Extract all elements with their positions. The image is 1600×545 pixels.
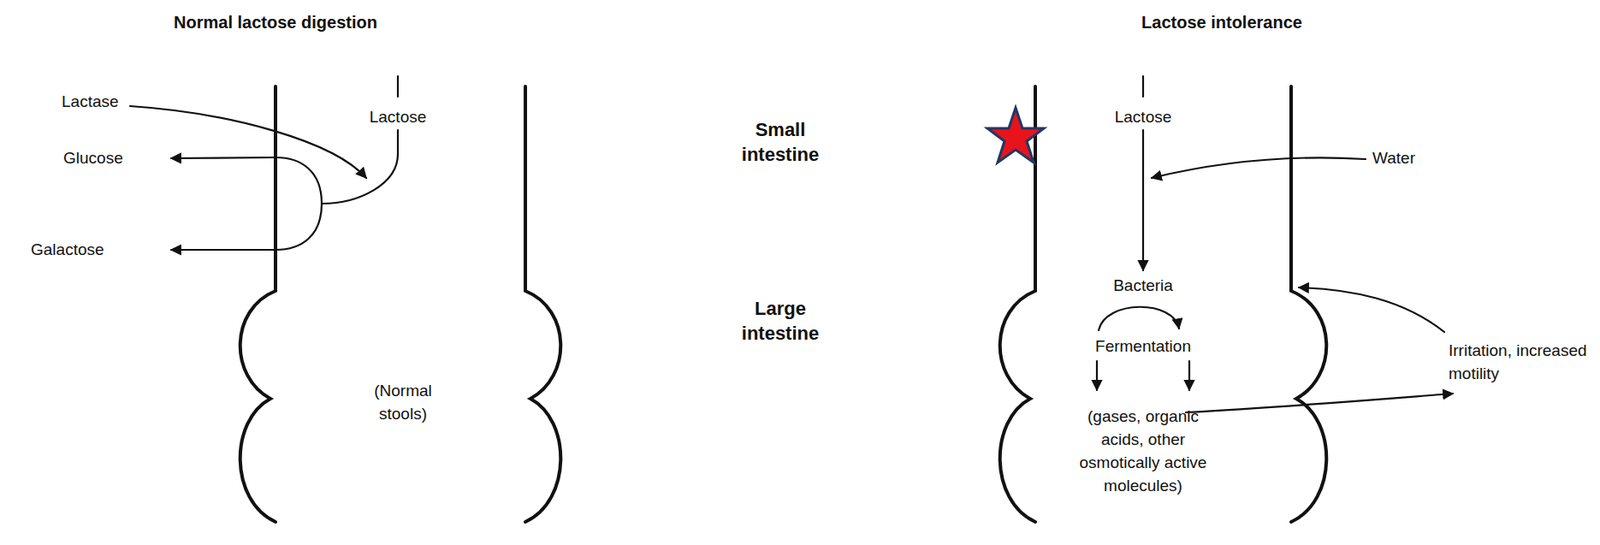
lactose-stub [1142,76,1144,97]
region-label: Large intestine [728,296,832,346]
fermentation-arc [1098,307,1180,331]
water-arrow [1151,157,1366,178]
panel-title: Normal lactose digestion [173,11,378,34]
substance-label: Water [1372,147,1416,171]
substance-label: Lactose [369,106,427,130]
symptom-label: Irritation, increased motility [1448,339,1590,386]
lactose-arrow [1142,130,1144,271]
glucose-arrow [171,157,322,204]
substance-label: Lactose [1114,106,1173,130]
outcome-label: (Normal stools) [362,379,445,427]
lactase-arrow [130,106,367,178]
product-label: Galactose [30,238,105,262]
intestine-wall [240,86,276,522]
product-label: Glucose [63,147,124,171]
process-label: Bacteria [1113,274,1174,298]
product-list: (gases, organic acids, other osmotically… [1072,405,1215,498]
product-arrow [1096,361,1098,391]
intestine-wall [525,86,561,522]
galactose-arrow [171,203,322,250]
region-label: Small intestine [728,118,832,167]
lactose-stub [397,76,399,97]
enzyme-label: Lactase [61,90,119,114]
panel-title: Lactose intolerance [1141,11,1303,34]
red-star [987,107,1044,163]
product-arrow [1188,361,1191,391]
intestine-wall [1291,86,1327,522]
gases-arrow [1185,393,1453,413]
irritation-arrow [1298,287,1445,332]
lactose-path [321,130,398,204]
process-label: Fermentation [1095,335,1192,359]
